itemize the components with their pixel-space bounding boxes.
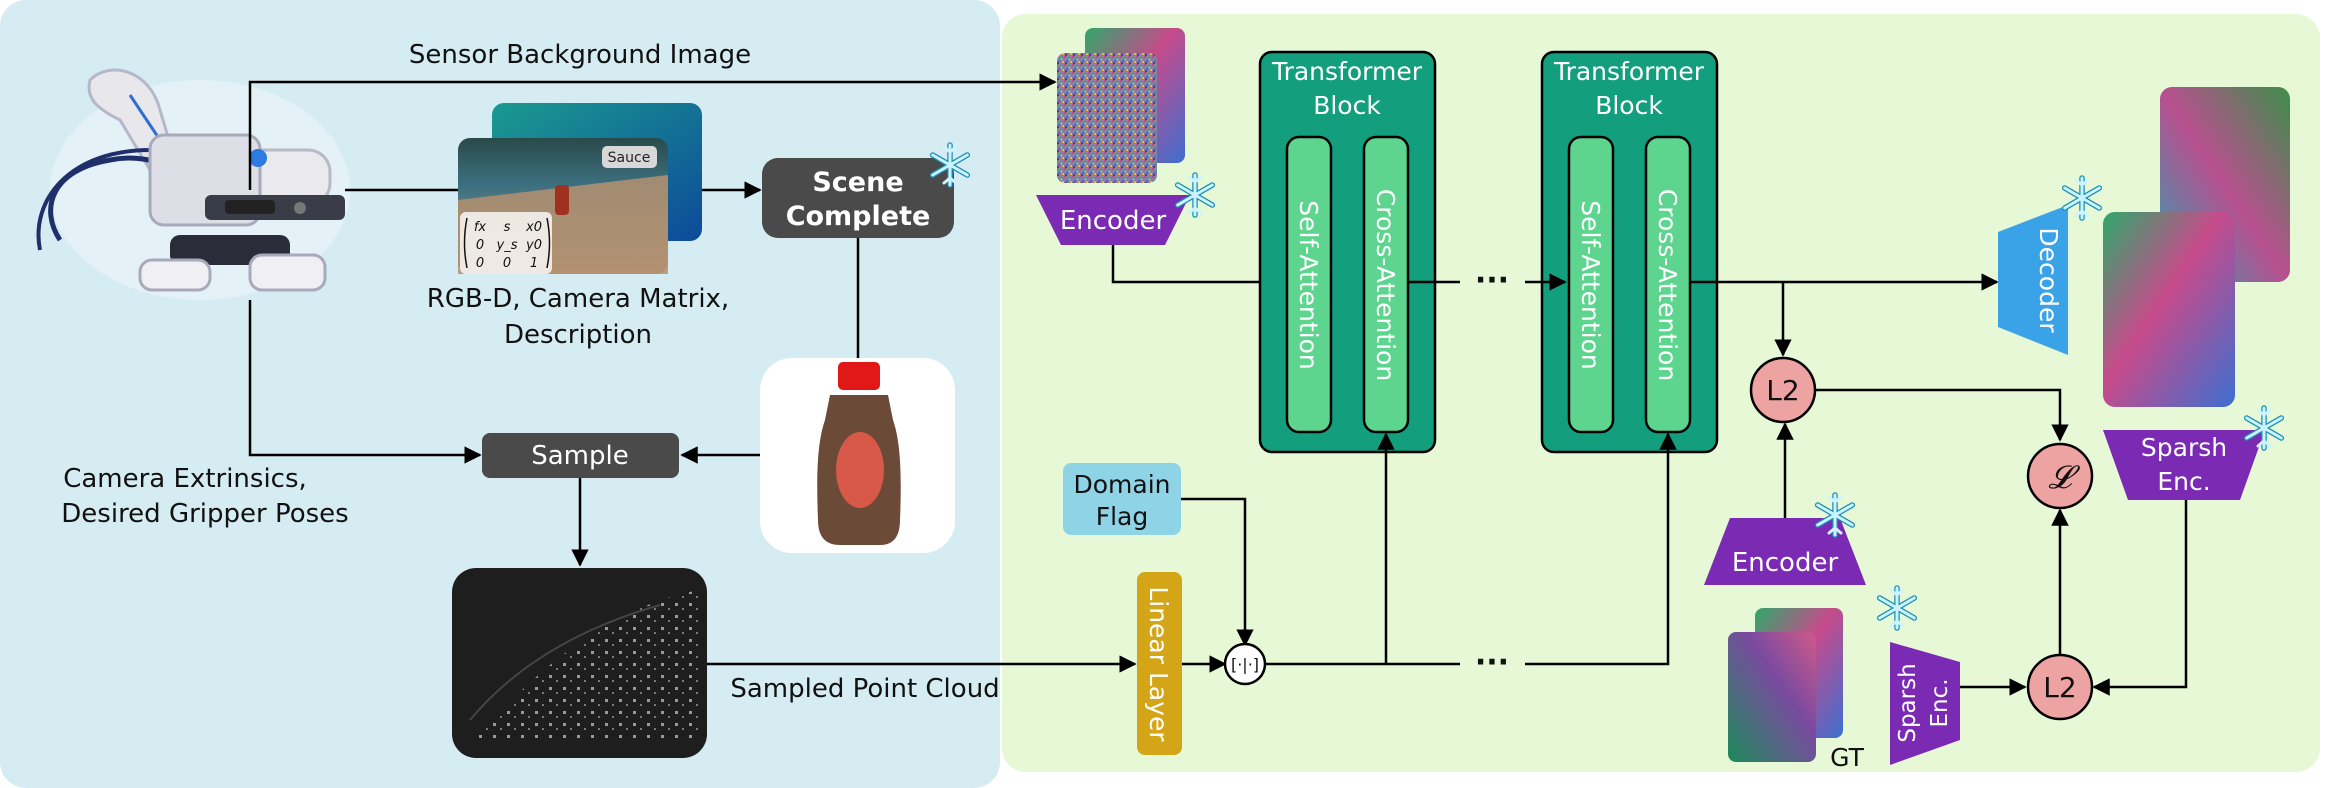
- svg-text:0: 0: [476, 256, 484, 271]
- ellipsis-bottom: ···: [1475, 645, 1509, 680]
- scene-complete-box: Scene Complete: [762, 158, 954, 238]
- robot-gripper-icon: [36, 68, 350, 300]
- svg-text:Linear Layer: Linear Layer: [1144, 586, 1173, 742]
- svg-text:0: 0: [476, 238, 484, 253]
- svg-text:Self-Attention: Self-Attention: [1294, 200, 1323, 369]
- linear-layer-box: Linear Layer: [1137, 572, 1182, 755]
- svg-text:Enc.: Enc.: [1927, 678, 1953, 727]
- transformer-block-2: Transformer Block Self-Attention Cross-A…: [1540, 50, 1719, 454]
- sparsh-encoder-right: Sparsh Enc.: [2103, 430, 2265, 500]
- svg-text:Complete: Complete: [786, 201, 931, 232]
- rgbd-label: RGB-D, Camera Matrix,: [427, 284, 729, 314]
- sensor-background-label: Sensor Background Image: [409, 40, 751, 70]
- l2-node-bottom: L2: [2026, 653, 2094, 721]
- ellipsis-top: ···: [1475, 263, 1509, 298]
- svg-text:Sample: Sample: [531, 441, 629, 471]
- camera-extrinsics-label: Camera Extrinsics,: [63, 464, 307, 494]
- svg-text:Scene: Scene: [812, 167, 903, 198]
- noise-image: [1057, 53, 1157, 183]
- gt-tactile-image-front: [1728, 632, 1816, 762]
- svg-text:[·|·]: [·|·]: [1231, 655, 1259, 674]
- bottle-image: [760, 358, 955, 553]
- svg-text:1: 1: [530, 256, 538, 271]
- l2-node-top: L2: [1749, 356, 1817, 424]
- svg-text:Block: Block: [1595, 91, 1663, 120]
- predicted-tactile-image-front: [2103, 212, 2235, 407]
- gripper-poses-label: Desired Gripper Poses: [61, 499, 348, 529]
- svg-text:Sparsh: Sparsh: [1895, 663, 1921, 742]
- svg-text:Cross-Attention: Cross-Attention: [1653, 189, 1682, 381]
- sensor-background-arrow: [248, 73, 1057, 190]
- svg-text:Domain: Domain: [1073, 470, 1170, 499]
- decoder-box: Decoder: [1998, 205, 2068, 355]
- self-attention-2: [1567, 135, 1615, 434]
- svg-text:Sparsh: Sparsh: [2141, 433, 2227, 462]
- sauce-tag: Sauce: [608, 150, 651, 166]
- svg-text:Cross-Attention: Cross-Attention: [1371, 189, 1400, 381]
- svg-text:Decoder: Decoder: [2034, 227, 2063, 333]
- svg-text:Enc.: Enc.: [2157, 467, 2210, 496]
- self-attention-1: [1285, 135, 1333, 434]
- domain-flag-box: Domain Flag: [1063, 463, 1181, 535]
- bottom-encoder: Encoder: [1704, 518, 1866, 585]
- svg-text:Encoder: Encoder: [1060, 206, 1167, 236]
- svg-text:Encoder: Encoder: [1732, 548, 1839, 578]
- cross-attention-1: [1362, 135, 1410, 434]
- description-label: Description: [504, 320, 652, 350]
- svg-text:y_s: y_s: [496, 238, 518, 253]
- loss-node: 𝓛: [2026, 442, 2094, 510]
- svg-text:0: 0: [503, 256, 511, 271]
- sample-box: Sample: [482, 433, 679, 478]
- concat-node: [·|·]: [1223, 642, 1267, 686]
- rgbd-image-stack: Sauce fx s x0 0 y_s y0 0 0 1: [458, 103, 702, 274]
- svg-text:y0: y0: [525, 238, 542, 253]
- svg-text:Block: Block: [1313, 91, 1381, 120]
- gt-label: GT: [1830, 743, 1864, 772]
- top-encoder: Encoder: [1036, 195, 1190, 245]
- sampled-point-cloud-label: Sampled Point Cloud: [730, 674, 999, 704]
- svg-text:L2: L2: [1766, 374, 1799, 407]
- cross-attention-2: [1644, 135, 1692, 434]
- svg-text:Transformer: Transformer: [1553, 57, 1705, 86]
- transformer-block-1: Transformer Block Self-Attention Cross-A…: [1258, 50, 1437, 454]
- svg-text:x0: x0: [525, 220, 542, 235]
- sparsh-encoder-vertical: Sparsh Enc.: [1890, 642, 1960, 765]
- svg-text:L2: L2: [2043, 671, 2076, 704]
- svg-text:Transformer: Transformer: [1271, 57, 1423, 86]
- camera-matrix: fx s x0 0 y_s y0 0 0 1: [474, 220, 542, 271]
- svg-text:Flag: Flag: [1096, 502, 1149, 531]
- svg-text:Self-Attention: Self-Attention: [1576, 200, 1605, 369]
- svg-text:s: s: [504, 220, 511, 235]
- svg-text:fx: fx: [474, 220, 487, 235]
- point-cloud-image: [452, 568, 707, 758]
